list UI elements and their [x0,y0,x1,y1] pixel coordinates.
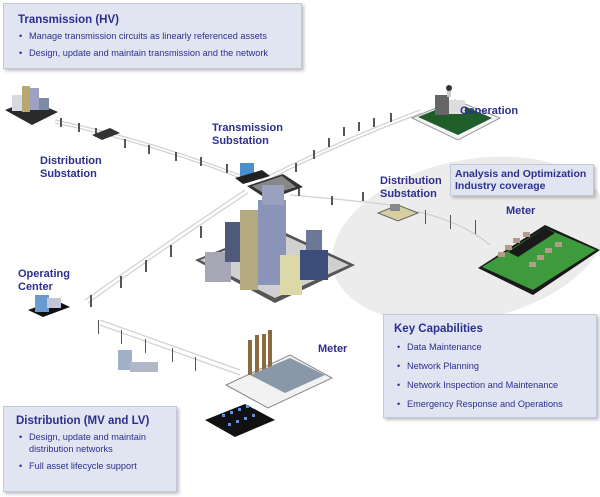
distribution-box-list: Design, update and maintain distribution… [16,431,166,472]
transmission-box-list: Manage transmission circuits as linearly… [16,30,301,59]
capability-item: Emergency Response and Operations [394,398,596,410]
pylons [60,113,476,371]
transmission-info-box: Transmission (HV) Manage transmission ci… [3,3,302,69]
label-line: Distribution [380,175,442,187]
capability-item: Network Planning [394,360,596,372]
label-line: Center [18,281,53,293]
city-icon-small [5,86,58,125]
label-transmission-substation: Transmission Substation [212,122,283,148]
capabilities-title: Key Capabilities [394,323,483,335]
power-plant-icon [118,350,158,372]
label-distribution-substation-right: Distribution Substation [380,175,442,201]
analysis-line-2: Industry coverage [455,180,546,192]
transmission-item-1: Manage transmission circuits as linearly… [16,30,301,42]
distribution-item-2: Full asset lifecycle support [16,460,166,472]
residential-area-icon [478,225,600,295]
label-line: Substation [212,135,269,147]
generation-plant-icon [410,85,502,141]
label-operating-center: Operating Center [18,268,70,294]
label-meter-right: Meter [506,205,536,217]
label-meter-bottom: Meter [318,343,348,355]
distribution-box-title: Distribution (MV and LV) [16,415,150,427]
distribution-substation-icon-right [376,204,420,222]
city-icon-central [195,185,355,303]
operating-center-icon [28,295,70,317]
transmission-item-2: Design, update and maintain transmission… [16,47,301,59]
capabilities-list: Data Maintenance Network Planning Networ… [394,341,596,410]
label-line: Operating [18,268,70,280]
label-line: Transmission [212,122,283,134]
substation-icon-left [92,128,120,140]
label-line: Distribution [40,155,102,167]
analysis-line-1: Analysis and Optimization [455,168,587,180]
label-generation: Generation [460,105,519,117]
industrial-area-icon [205,330,334,437]
label-line: Substation [40,168,97,180]
capability-item: Network Inspection and Maintenance [394,379,596,391]
key-capabilities-box: Key Capabilities Data Maintenance Networ… [383,314,597,418]
distribution-item-1: Design, update and maintain distribution… [16,431,166,455]
capability-item: Data Maintenance [394,341,596,353]
label-line: Substation [380,188,437,200]
analysis-box: Analysis and Optimization Industry cover… [450,164,594,196]
distribution-info-box: Distribution (MV and LV) Design, update … [3,406,177,492]
transmission-box-title: Transmission (HV) [18,14,119,26]
label-distribution-substation-left: Distribution Substation [40,155,102,181]
